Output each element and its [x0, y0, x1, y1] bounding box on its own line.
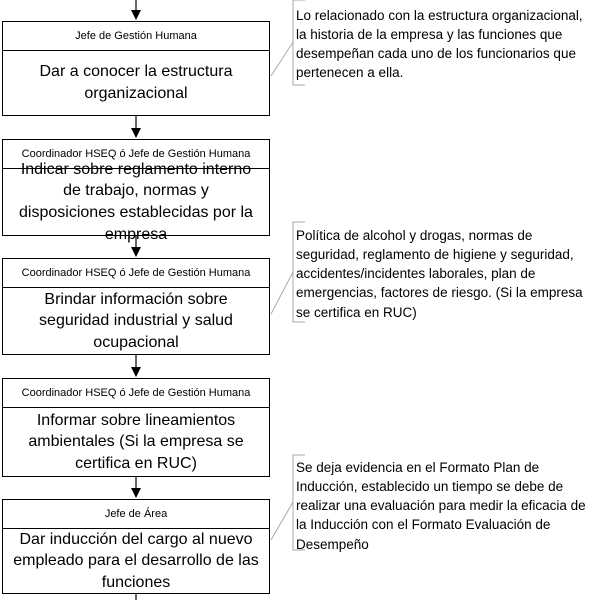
annotation-note-1: Lo relacionado con la estructura organiz… [296, 8, 583, 81]
annotation-note-2: Política de alcohol y drogas, normas de … [296, 228, 583, 320]
step-1-task: Dar a conocer la estructura organizacion… [39, 63, 233, 102]
step-3-role: Coordinador HSEQ ó Jefe de Gestión Human… [3, 259, 269, 288]
process-step-5: Jefe de Área Dar inducción del cargo al … [2, 499, 270, 594]
step-4-task: Informar sobre lineamientos ambientales … [28, 411, 244, 472]
annotation-bracket-3 [270, 454, 305, 551]
annotation-note-3: Se deja evidencia en el Formato Plan de … [296, 460, 586, 552]
annotation-bracket-2 [270, 221, 305, 323]
step-2-task: Indicar sobre reglamento interno de trab… [19, 160, 253, 243]
step-5-task: Dar inducción del cargo al nuevo emplead… [13, 530, 259, 591]
process-step-2: Coordinador HSEQ ó Jefe de Gestión Human… [2, 139, 270, 243]
step-4-role: Coordinador HSEQ ó Jefe de Gestión Human… [3, 379, 269, 408]
process-step-3: Coordinador HSEQ ó Jefe de Gestión Human… [2, 258, 270, 355]
step-2-role: Coordinador HSEQ ó Jefe de Gestión Human… [3, 140, 269, 169]
step-5-role: Jefe de Área [3, 500, 269, 529]
step-1-role: Jefe de Gestión Humana [3, 22, 269, 51]
process-step-1: Jefe de Gestión Humana Dar a conocer la … [2, 21, 270, 116]
annotation-bracket-1 [270, 0, 305, 86]
process-step-4: Coordinador HSEQ ó Jefe de Gestión Human… [2, 378, 270, 477]
step-3-task: Brindar información sobre seguridad indu… [39, 290, 233, 351]
